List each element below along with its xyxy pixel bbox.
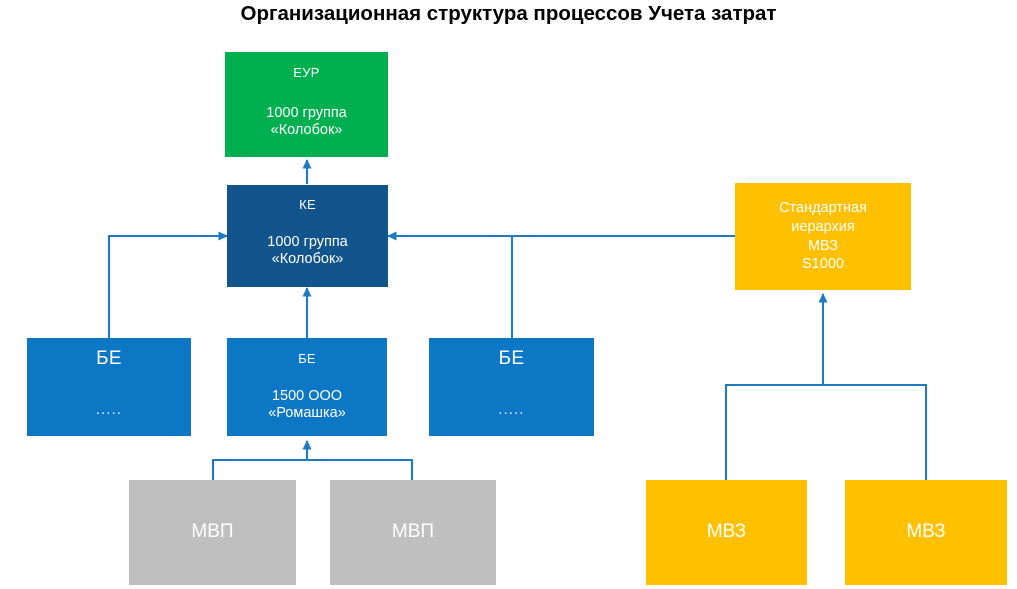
node-mvz-left[interactable]: МВЗ [646, 480, 807, 585]
node-eyp[interactable]: ЕУР 1000 группа «Колобок» [225, 52, 388, 157]
node-be-center[interactable]: БЕ 1500 ООО «Ромашка» [227, 338, 387, 436]
node-ke[interactable]: КЕ 1000 группа «Колобок» [227, 185, 388, 287]
page-title: Организационная структура процессов Учет… [240, 2, 777, 25]
node-mvz-right-label: МВЗ [906, 521, 946, 543]
node-eyp-label: ЕУР [293, 65, 320, 80]
node-be-left-label: БЕ [96, 348, 122, 369]
node-be-center-detail: 1500 ООО «Ромашка» [268, 388, 346, 422]
node-be-center-label: БЕ [298, 351, 316, 366]
node-mvz-left-label: МВЗ [706, 521, 747, 543]
node-mvp-right[interactable]: МВП [330, 480, 496, 585]
node-be-left[interactable]: БЕ ..... [27, 338, 191, 436]
node-mvp-left-label: МВП [191, 521, 234, 543]
node-mvz-right[interactable]: МВЗ [845, 480, 1007, 585]
node-ke-detail: 1000 группа «Колобок» [267, 234, 348, 268]
node-mvp-right-label: МВП [391, 521, 435, 543]
node-be-right[interactable]: БЕ ..... [429, 338, 594, 436]
connector-be-right-to-ke [394, 234, 514, 338]
node-be-right-label: БЕ [498, 348, 525, 369]
connector-be-left-to-ke [107, 234, 221, 338]
node-standard-hierarchy-text: Стандартная иерархия МВЗ S1000 [779, 199, 867, 273]
node-be-right-detail: ..... [498, 402, 525, 419]
node-mvp-left[interactable]: МВП [129, 480, 296, 585]
node-eyp-detail: 1000 группа «Колобок» [266, 105, 347, 139]
node-ke-label: КЕ [299, 197, 316, 212]
connector-mvp-bracket [211, 458, 414, 480]
node-standard-hierarchy[interactable]: Стандартная иерархия МВЗ S1000 [735, 183, 911, 290]
connector-mvz-bracket [724, 383, 928, 480]
node-be-left-detail: ..... [95, 402, 123, 419]
